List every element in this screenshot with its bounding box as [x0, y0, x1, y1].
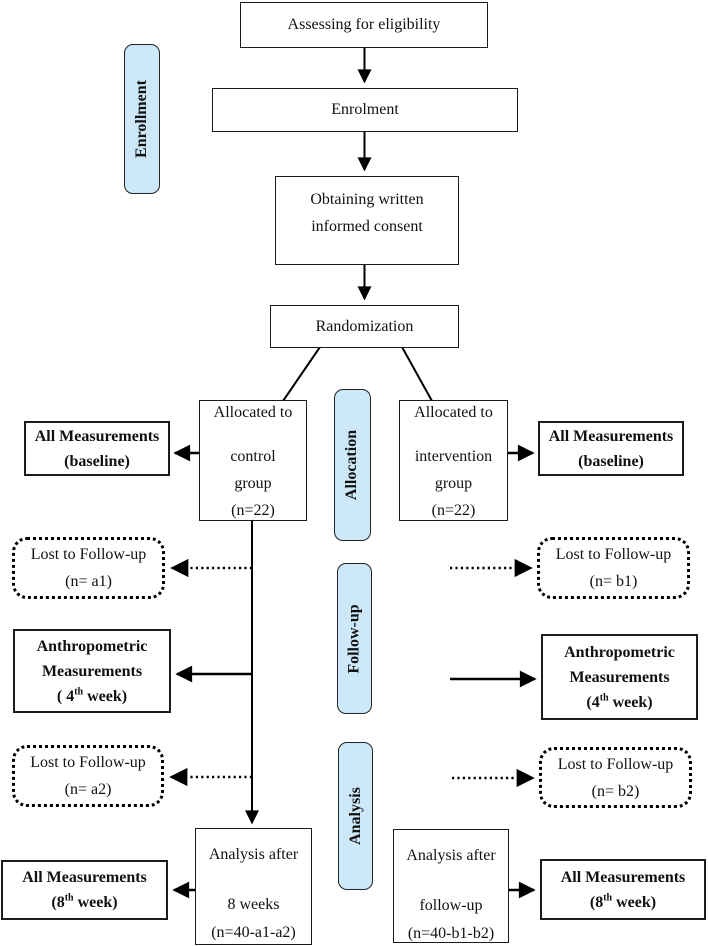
stage-label-followup-text: Follow-up [345, 603, 363, 674]
box-informed-consent-line2: informed consent [311, 218, 423, 235]
box-anthropometric-left: Anthropometric Measurements ( 4th week) [13, 629, 171, 713]
box-anthropometric-right: Anthropometric Measurements (4th week) [541, 634, 698, 720]
box-analysis-control-line2: 8 weeks [227, 896, 280, 913]
box-final-right-week-post: week) [612, 893, 657, 911]
stage-label-allocation-text: Allocation [343, 429, 361, 501]
box-enrolment-text: Enrolment [331, 101, 399, 118]
box-lost-followup-b1: Lost to Follow-up (n= b1) [537, 537, 690, 599]
box-anthro-right-week-sup: th [599, 692, 609, 704]
box-final-left-week-pre: (8 [51, 894, 65, 911]
box-anthro-left-week-pre: ( 4 [56, 687, 75, 705]
box-analysis-intervention-line2: follow-up [419, 897, 483, 914]
line-randomization-to-intervention [401, 346, 433, 402]
box-lost-b2-n: (n= b2) [591, 782, 640, 800]
box-allocated-control-n: (n=22) [231, 502, 275, 519]
box-lost-b2-line1: Lost to Follow-up [557, 755, 674, 773]
box-lost-followup-a2: Lost to Follow-up (n= a2) [12, 745, 164, 807]
box-final-left-week-post: week) [73, 894, 118, 911]
box-allocated-intervention: Allocated to intervention group (n=22) [399, 400, 508, 521]
box-lost-a2-line1: Lost to Follow-up [30, 754, 146, 771]
box-anthro-right-line1: Anthropometric [564, 643, 675, 661]
box-baseline-measurements-left: All Measurements (baseline) [24, 421, 170, 476]
box-anthro-right-week-pre: (4 [586, 693, 600, 711]
box-anthro-right-week-post: week) [608, 693, 653, 711]
box-analysis-control-n: (n=40-a1-a2) [211, 924, 296, 941]
box-assessing-eligibility: Assessing for eligibility [240, 2, 488, 48]
box-anthro-right-week: (4th week) [586, 690, 652, 715]
stage-label-enrollment-text: Enrollment [133, 80, 150, 158]
box-final-measurements-right: All Measurements (8th week) [540, 859, 706, 920]
stage-label-allocation: Allocation [334, 389, 371, 541]
box-final-measurements-left: All Measurements (8th week) [1, 860, 168, 920]
box-lost-a1-n: (n= a1) [65, 573, 112, 590]
box-lost-b1-n: (n= b1) [589, 573, 638, 590]
box-lost-b1-line1: Lost to Follow-up [555, 546, 672, 563]
box-lost-a1-line1: Lost to Follow-up [30, 546, 147, 563]
box-allocated-intervention-line1: Allocated to [414, 404, 493, 421]
box-allocated-intervention-n: (n=22) [431, 502, 476, 519]
line-randomization-to-control [282, 346, 321, 402]
box-randomization-text: Randomization [315, 317, 414, 335]
stage-label-analysis-text: Analysis [346, 787, 364, 845]
box-lost-followup-a1: Lost to Follow-up (n= a1) [12, 537, 165, 599]
box-analysis-intervention: Analysis after follow-up (n=40-b1-b2) [393, 829, 509, 943]
box-final-right-week-sup: th [603, 892, 613, 904]
box-assessing-eligibility-text: Assessing for eligibility [287, 16, 441, 33]
box-baseline-measurements-right: All Measurements (baseline) [538, 421, 684, 476]
box-final-left-week: (8th week) [51, 890, 117, 915]
stage-label-analysis: Analysis [338, 742, 373, 890]
box-anthro-left-line2: Measurements [41, 662, 143, 680]
box-allocated-control-line1: Allocated to [213, 404, 293, 421]
box-anthro-left-week-sup: th [74, 686, 84, 698]
box-allocated-control-line2: control [230, 448, 276, 465]
box-final-left-line1: All Measurements [22, 869, 147, 886]
box-allocated-intervention-line2: intervention [414, 448, 493, 465]
box-informed-consent-line1: Obtaining written [310, 191, 424, 208]
stage-label-followup: Follow-up [337, 563, 372, 714]
box-randomization: Randomization [270, 305, 459, 348]
box-lost-a2-n: (n= a2) [64, 781, 112, 798]
box-anthro-left-week: ( 4th week) [57, 684, 127, 709]
box-baseline-left-line2: (baseline) [64, 452, 130, 470]
box-final-right-line1: All Measurements [560, 868, 686, 886]
box-allocated-control: Allocated to control group (n=22) [199, 400, 307, 521]
box-baseline-left-line1: All Measurements [34, 427, 160, 445]
box-anthro-right-line2: Measurements [569, 668, 670, 686]
box-baseline-right-line1: All Measurements [548, 427, 674, 445]
box-informed-consent: Obtaining written informed consent [275, 176, 459, 265]
box-allocated-intervention-line3: group [434, 475, 473, 492]
box-final-left-week-sup: th [64, 892, 74, 904]
box-enrolment: Enrolment [212, 88, 518, 132]
box-baseline-right-line2: (baseline) [578, 452, 644, 470]
box-anthro-left-line1: Anthropometric [36, 637, 148, 655]
box-analysis-intervention-line1: Analysis after [406, 847, 496, 864]
box-final-right-week-pre: (8 [589, 893, 604, 911]
box-final-right-week: (8th week) [590, 890, 656, 915]
box-anthro-left-week-post: week) [83, 687, 128, 705]
stage-label-enrollment: Enrollment [124, 44, 160, 194]
box-allocated-control-line3: group [234, 475, 272, 492]
box-analysis-control: Analysis after 8 weeks (n=40-a1-a2) [195, 828, 312, 945]
box-lost-followup-b2: Lost to Follow-up (n= b2) [539, 747, 692, 808]
box-analysis-control-line1: Analysis after [208, 846, 299, 863]
box-analysis-intervention-n: (n=40-b1-b2) [407, 925, 495, 942]
